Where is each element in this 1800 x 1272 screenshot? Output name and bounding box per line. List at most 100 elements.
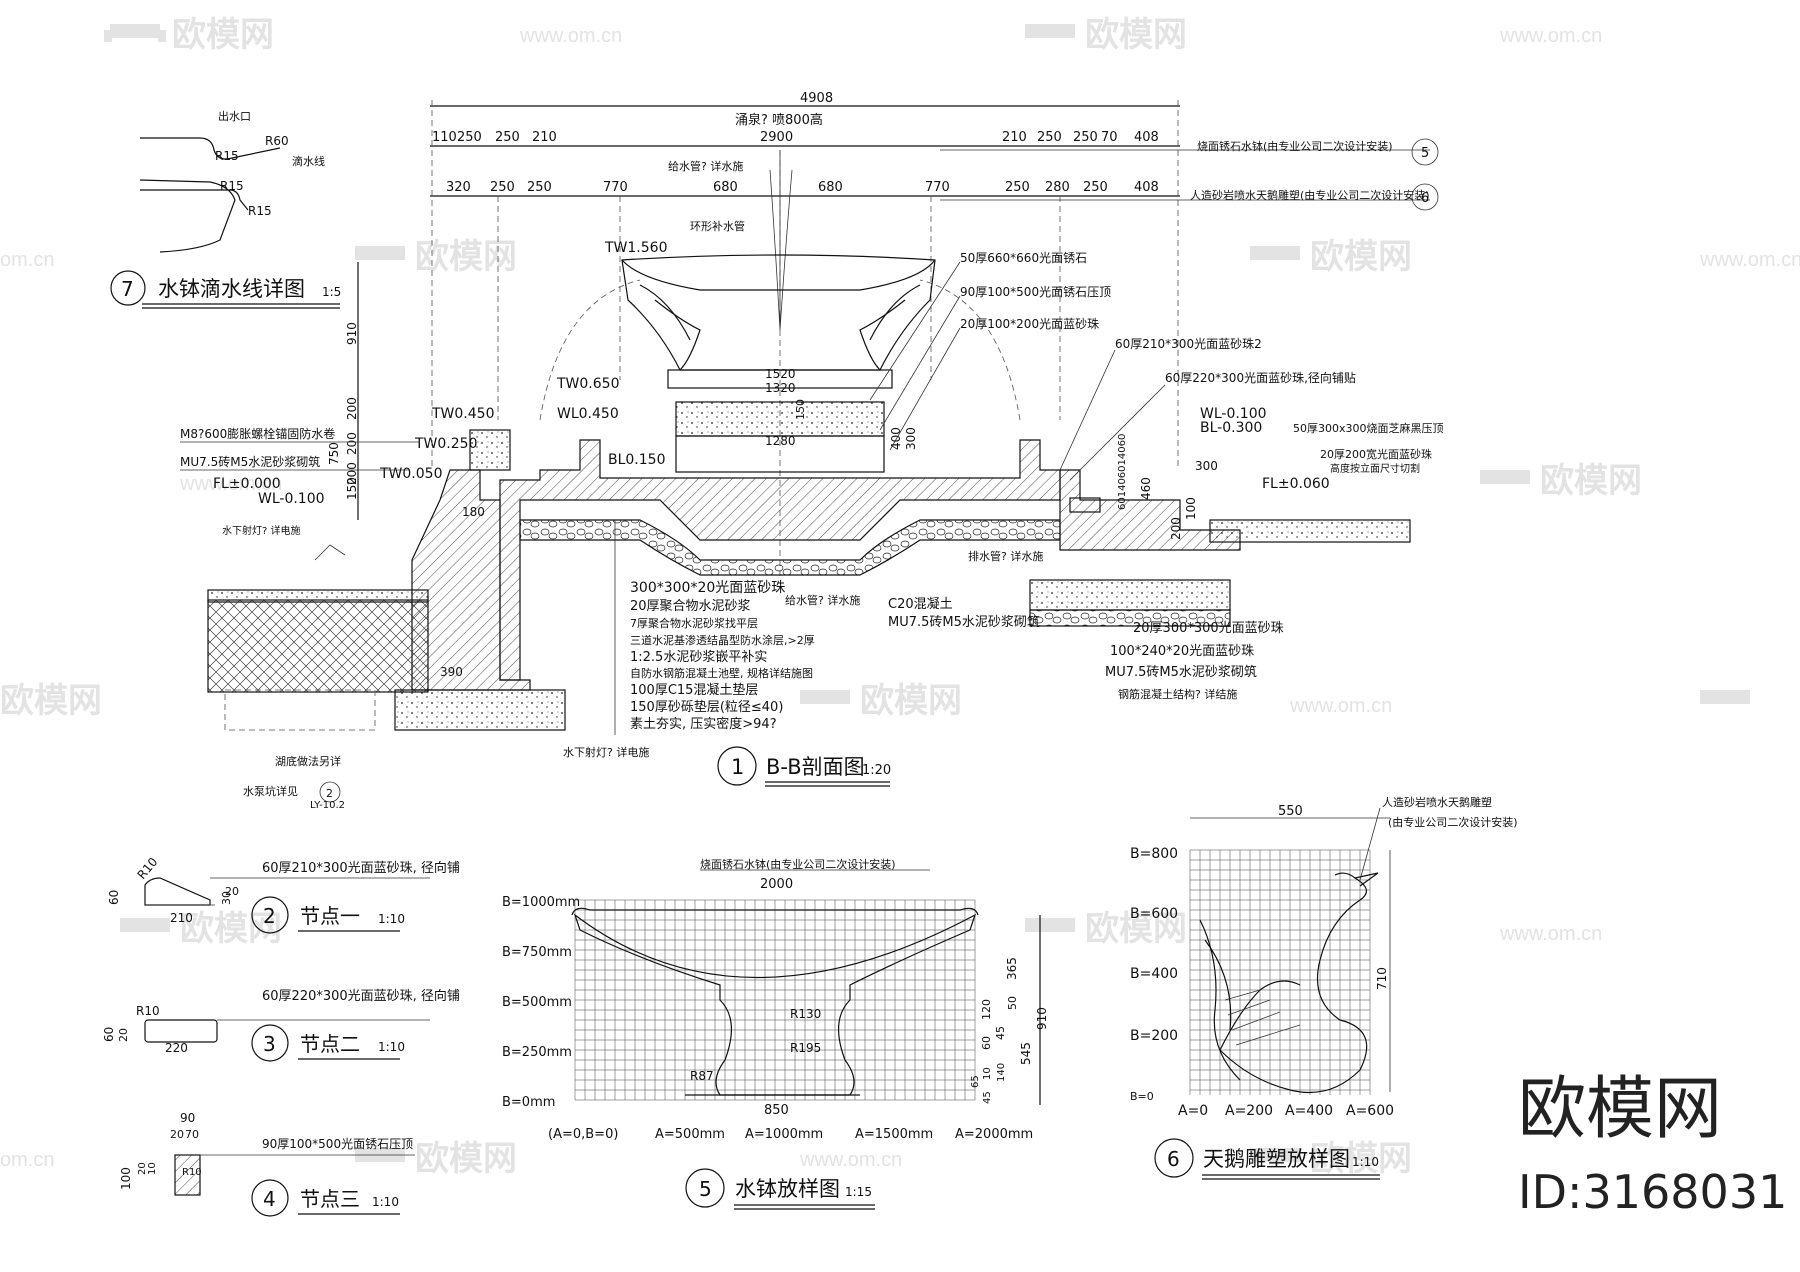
level-tw3: TW0.450 — [431, 406, 494, 422]
detail3-dim: 60 — [102, 1027, 116, 1042]
callout-top: 给水管? 详水施 — [668, 159, 743, 173]
watermark-text: 欧模网 — [1085, 909, 1187, 949]
detail5-b-label: B=750mm — [502, 945, 572, 960]
watermark-text: 欧模网 — [415, 237, 517, 277]
detail5-right-dim: 910 — [1035, 1007, 1049, 1030]
callout-bottom-left: 湖底做法另详 — [275, 754, 341, 768]
bowl-base-cap — [667, 369, 893, 389]
pump-pit — [224, 689, 376, 731]
layer-item: 300*300*20光面蓝砂珠 — [630, 580, 785, 596]
watermark-url: www.om.cn — [1499, 25, 1602, 47]
detail-3: 60厚220*300光面蓝砂珠, 径向铺 R10 60 20 220 3 节点二… — [102, 988, 460, 1062]
right-gravel — [1029, 609, 1231, 627]
watermark-sofa-icon — [1700, 690, 1750, 704]
watermark-url: www.om.cn — [179, 473, 282, 495]
level-tw5: TW0.050 — [379, 466, 442, 482]
detail7-label: R15 — [215, 149, 239, 163]
underwater-light-callout: 水下射灯? 详电施 — [563, 745, 649, 759]
watermark-sofa-icon — [1250, 246, 1300, 260]
detail7-label: 滴水线 — [292, 154, 325, 168]
watermark-logo: 欧模网 — [1025, 15, 1187, 55]
callout-bottom-left: 2 — [326, 787, 333, 800]
watermark-text: 欧模网 — [1310, 1139, 1412, 1179]
dim-second: 280 — [1045, 180, 1070, 195]
detail5-number-circle — [685, 1168, 725, 1208]
watermark-url-short: om.cn — [0, 1149, 54, 1171]
watermark-logo: 欧模网 — [120, 909, 282, 949]
detail7-label: R60 — [265, 134, 289, 148]
callout-bottom-mid: 排水管? 详水施 — [968, 549, 1043, 563]
detail6-number-circle — [1154, 1138, 1194, 1178]
detail5-radius: R195 — [790, 1041, 821, 1055]
dim-top: 250 — [1073, 130, 1098, 145]
callout-right: 50厚660*660光面锈石 — [960, 251, 1087, 265]
callout-bottom-right: MU7.5砖M5水泥砂浆砌筑 — [1105, 664, 1257, 680]
drip-profile-top — [140, 137, 281, 160]
callout-right: 20厚200宽光面蓝砂珠 — [1320, 447, 1432, 461]
detail5-a-label: A=1500mm — [855, 1127, 933, 1142]
detail7-title: 水钵滴水线详图 — [158, 277, 305, 301]
detail7-number: 7 — [121, 277, 134, 301]
callout-left: M8?600膨胀螺栓锚固防水卷 — [180, 426, 335, 441]
dim-top: 2900 — [760, 130, 793, 145]
drip-profile-bottom — [140, 189, 249, 211]
detail4-dim: 90 — [180, 1111, 195, 1125]
callout-bottom-right: 钢筋混凝土结构? 详结施 — [1118, 687, 1237, 701]
detail4-title: 节点三 — [300, 1187, 360, 1211]
dim-inner: 200 — [345, 397, 359, 420]
layer-item: 素土夯实, 压实密度>94? — [630, 716, 777, 732]
layer-item: 100厚C15混凝土垫层 — [630, 682, 758, 698]
level-wl-right: WL-0.100 — [1200, 406, 1267, 422]
detail6-height: 710 — [1375, 967, 1389, 990]
watermark-url: www.om.cn — [799, 1149, 902, 1171]
ref-circle — [319, 781, 341, 803]
bowl-rim — [621, 259, 936, 291]
dim-second: 250 — [527, 180, 552, 195]
detail4-dim: 20 — [170, 1128, 184, 1141]
drain-block — [1069, 497, 1101, 513]
detail5-number: 5 — [699, 1177, 712, 1201]
watermark-url: www.om.cn — [1499, 923, 1602, 945]
dim-inner: 460 — [1139, 477, 1153, 500]
watermark-logo: 欧模网 — [1250, 237, 1412, 277]
detail3-number-circle — [251, 1024, 289, 1062]
detail6-b-label: B=0 — [1130, 1090, 1154, 1103]
dim-top: 110 — [432, 130, 457, 145]
watermark-sofa-icon — [800, 690, 850, 704]
section-bb-number: 1 — [731, 755, 744, 779]
level-bl-right: BL-0.300 — [1200, 420, 1262, 436]
dim-top: 250 — [457, 130, 482, 145]
watermark-text: 欧模网 — [0, 681, 102, 721]
dim-second: 770 — [603, 180, 628, 195]
detail4-dim: R10 — [182, 1167, 202, 1178]
dim-top: 70 — [1101, 130, 1118, 145]
swan-body — [1219, 872, 1368, 1094]
callout-bottom-mid: C20混凝土 — [888, 596, 953, 612]
watermark-text: 欧模网 — [172, 15, 274, 55]
detail4-dim: 100 — [119, 1167, 133, 1190]
detail5-a-label: A=500mm — [655, 1127, 725, 1142]
detail5-top-label: 烧面锈石水钵(由专业公司二次设计安装) — [700, 857, 896, 871]
level-tw4: TW0.250 — [414, 436, 477, 452]
detail-4: 90厚100*500光面锈石压顶 90 20 70 100 R10 20 10 … — [119, 1111, 415, 1217]
pool-slab — [499, 439, 1061, 681]
detail2-number: 2 — [263, 904, 276, 928]
watermark-sofa-icon — [104, 24, 166, 42]
swan-neck — [639, 284, 921, 341]
fountain-label: 涌泉? 喷800高 — [735, 112, 823, 128]
dim-second: 250 — [1005, 180, 1030, 195]
right-foundation — [1029, 579, 1231, 611]
detail-5-bowl-layout: 烧面锈石水钵(由专业公司二次设计安装) 2000 850 B=1000mm B=… — [502, 857, 1049, 1210]
callout-bottom-mid: MU7.5砖M5水泥砂浆砌筑 — [888, 614, 1040, 630]
watermark-url: www.om.cn — [1699, 249, 1800, 271]
pedestal-stone — [675, 401, 885, 437]
dim-second: 770 — [925, 180, 950, 195]
detail4-label: 90厚100*500光面锈石压顶 — [262, 1137, 413, 1151]
swan-wing — [1199, 919, 1241, 1081]
watermark-logo: 欧模网 — [355, 1139, 517, 1179]
layer-item: 三道水泥基渗透结晶型防水涂层,>2厚 — [630, 633, 815, 647]
detail5-a-label: A=2000mm — [955, 1127, 1033, 1142]
layer-item: 150厚砂砾垫层(粒径≤40) — [630, 699, 783, 715]
left-retaining-wall — [411, 469, 531, 691]
